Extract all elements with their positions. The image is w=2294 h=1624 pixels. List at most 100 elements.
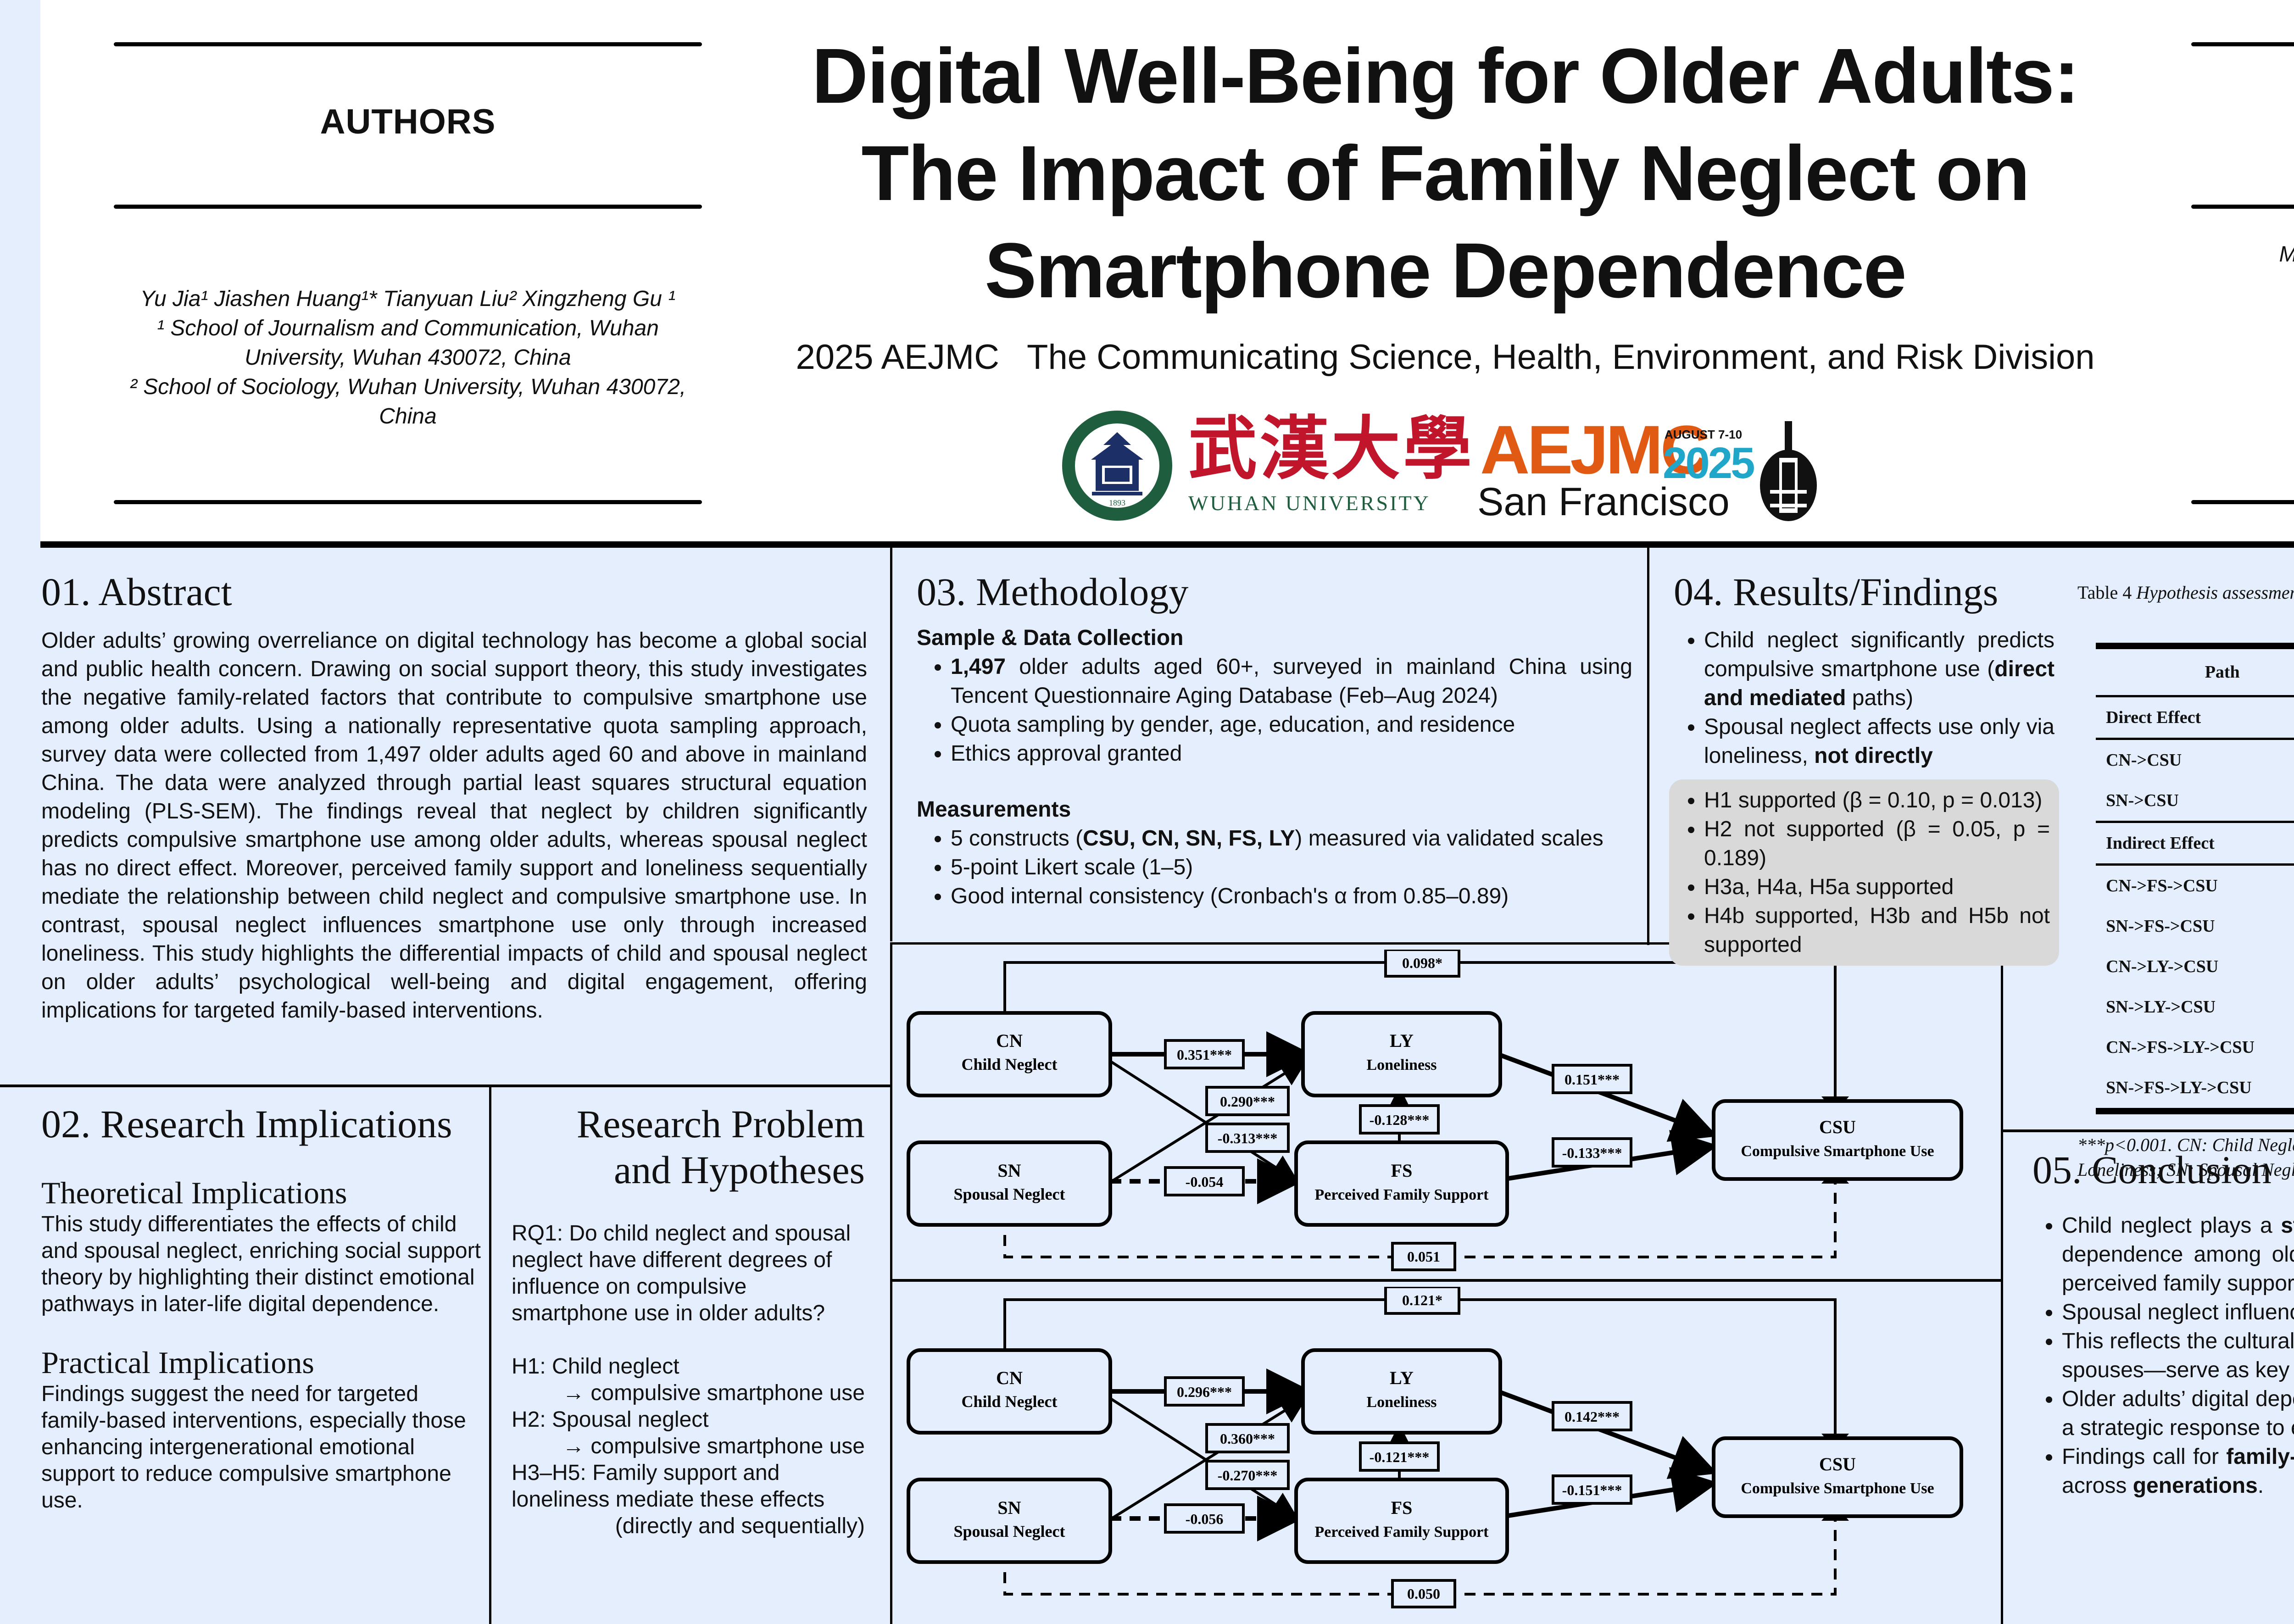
title-line-3: Smartphone Dependence — [985, 227, 1907, 314]
contact-email-1[interactable]: Email: jessiya.huang@qq.com — [2191, 269, 2294, 297]
hypothesis-result: H1 supported (β = 0.10, p = 0.013) — [1704, 786, 2050, 815]
group-indirect: Indirect Effect — [2106, 834, 2215, 853]
svg-text:CSU: CSU — [1819, 1117, 1856, 1137]
divider-h-right — [2002, 1129, 2294, 1132]
methodology-title: 03. Methodology — [917, 570, 1189, 614]
conclusion-list: Child neglect plays a stronger role than… — [2032, 1211, 2294, 1500]
node-fs: FS Perceived Family Support — [1294, 1140, 1509, 1227]
affiliation-1: ¹ School of Journalism and Communication… — [157, 316, 659, 370]
sample-title: Sample & Data Collection — [917, 626, 1184, 650]
svg-text:0.290***: 0.290*** — [1220, 1093, 1275, 1110]
research-problem-title: Research Problem and Hypotheses — [512, 1101, 865, 1193]
diagram-separator — [890, 1279, 2003, 1282]
svg-text:0.351***: 0.351*** — [1177, 1046, 1232, 1063]
node-csu: CSU Compulsive Smartphone Use — [1712, 1099, 1963, 1181]
research-problem-section: Research Problem and Hypotheses RQ1: Do … — [512, 1101, 865, 1540]
divider-v-bottom-left — [489, 1085, 491, 1624]
title-line-1: Digital Well-Being for Older Adults: — [812, 33, 2079, 120]
result-item: Child neglect significantly predicts com… — [1704, 626, 2055, 712]
table-row: CN->FS->LY->CSU0.0060.0032.4100.016H5a — [2106, 1038, 2255, 1057]
results-title: 04. Results/Findings — [1674, 570, 1999, 614]
contact-block: Jiashen Huang M.A. in Communication, Wuh… — [2191, 212, 2294, 354]
svg-text:0.142***: 0.142*** — [1565, 1408, 1620, 1425]
svg-text:CN: CN — [996, 1368, 1023, 1388]
svg-text:0.360***: 0.360*** — [1220, 1430, 1275, 1447]
abstract-title: 01. Abstract — [41, 570, 232, 614]
authors-top-rule — [114, 42, 702, 46]
poster-title: Digital Well-Being for Older Adults: The… — [752, 28, 2138, 319]
node-sn: SN Spousal Neglect — [907, 1478, 1112, 1564]
divider-h-left — [0, 1085, 892, 1087]
table-note: ***p<0.001. CN: Child Neglect; CSU: CSU:… — [2077, 1135, 2294, 1180]
conclusion-item: Findings call for family-based intervent… — [2062, 1442, 2294, 1500]
sample-item: Ethics approval granted — [951, 739, 1632, 768]
conclusion-title: 05. Conclusion — [2032, 1148, 2272, 1192]
conference-name: 2025 AEJMC — [796, 338, 1000, 377]
conclusion-item: Spousal neglect influences smartphone us… — [2062, 1298, 2294, 1327]
whu-chinese-name: 武漢大學 — [1188, 412, 1475, 488]
aejmc-dates: AUGUST 7-10 — [1665, 428, 1743, 441]
practical-title: Practical Implications — [41, 1345, 314, 1380]
hypothesis-summary-box: H1 supported (β = 0.10, p = 0.013) H2 no… — [1669, 779, 2059, 966]
aejmc-city: San Francisco — [1477, 480, 1730, 524]
svg-text:-0.151***: -0.151*** — [1562, 1482, 1622, 1498]
svg-text:SN: SN — [997, 1160, 1021, 1181]
contact-degree: M.A. in Communication, Wuhan University — [2191, 240, 2294, 269]
svg-text:FS: FS — [1391, 1497, 1413, 1518]
table-caption: Table 4 Hypothesis assessment (direct ef… — [2077, 582, 2294, 603]
research-problem-title-line-1: Research Problem — [576, 1102, 865, 1146]
whu-english-name: WUHAN UNIVERSITY — [1188, 491, 1431, 515]
svg-text:LY: LY — [1390, 1368, 1414, 1388]
svg-text:SN: SN — [997, 1497, 1021, 1518]
sample-item: 1,497 older adults aged 60+, surveyed in… — [951, 652, 1632, 710]
table-row: SN->LY->CSU0.0440.0123.5760.000H4b — [2106, 997, 2216, 1017]
node-cn: CN Child Neglect — [907, 1011, 1112, 1097]
svg-text:-0.128***: -0.128*** — [1370, 1112, 1430, 1128]
svg-text:-0.313***: -0.313*** — [1218, 1130, 1278, 1146]
research-problem-title-line-2: and Hypotheses — [614, 1148, 865, 1192]
measurements-list: 5 constructs (CSU, CN, SN, FS, LY) measu… — [917, 824, 1632, 911]
sample-item: Quota sampling by gender, age, education… — [951, 710, 1632, 739]
svg-text:CN: CN — [996, 1030, 1023, 1051]
conclusion-item: This reflects the cultural centrality of… — [2062, 1327, 2294, 1385]
contact-email-2[interactable]: jiashenhuang@whu.edu.cn — [2191, 297, 2294, 326]
hypothesis-table-block: Table 4 Hypothesis assessment (direct ef… — [2077, 582, 2294, 1182]
theoretical-text: This study differentiates the effects of… — [41, 1212, 481, 1316]
h1-label: H1: Child neglect — [512, 1354, 679, 1379]
aejmc-wordmark: AEJMC — [1480, 411, 1710, 488]
svg-text:Compulsive Smartphone Use: Compulsive Smartphone Use — [1741, 1480, 1934, 1497]
svg-text:0.296***: 0.296*** — [1177, 1384, 1232, 1400]
node-csu: CSU Compulsive Smartphone Use — [1712, 1436, 1963, 1518]
svg-text:0.151***: 0.151*** — [1565, 1071, 1620, 1088]
contact-name: Jiashen Huang — [2191, 212, 2294, 240]
svg-text:0.121*: 0.121* — [1402, 1292, 1442, 1308]
h2-outcome: → compulsive smartphone use — [562, 1434, 865, 1458]
rq1-text: RQ1: Do child neglect and spousal neglec… — [512, 1221, 851, 1325]
results-section: 04. Results/Findings Child neglect signi… — [1669, 569, 2059, 966]
table-row: SN->FS->LY->CSU0.0010.0010.9900.322H5b — [2096, 1068, 2294, 1111]
h2-label: H2: Spousal neglect — [512, 1407, 709, 1432]
sample-list: 1,497 older adults aged 60+, surveyed in… — [917, 652, 1632, 768]
author-names: Yu Jia¹ Jiashen Huang¹* Tianyuan Liu² Xi… — [140, 287, 676, 311]
table-row: SN->CSU0.0510.0391.3140.189H2 — [2106, 791, 2179, 810]
table-row: CN->CSU0.0980.0402.4760.013H1 — [2096, 739, 2294, 781]
node-sn: SN Spousal Neglect — [907, 1140, 1112, 1227]
contact-top-rule — [2191, 42, 2294, 46]
col-path: Path — [2205, 662, 2240, 682]
whu-seal-icon: 1893 — [1062, 411, 1172, 521]
path-model-diagram-2: CN Child Neglect SN Spousal Neglect LY L… — [899, 1285, 2000, 1617]
implications-section: 02. Research Implications Theoretical Im… — [41, 1101, 482, 1514]
hypothesis-result: H3a, H4a, H5a supported — [1704, 873, 2050, 901]
measurements-title: Measurements — [917, 797, 1071, 822]
hypothesis-result: H4b supported, H3b and H5b not supported — [1704, 901, 2050, 959]
title-line-2: The Impact of Family Neglect on — [861, 130, 2030, 217]
practical-text: Findings suggest the need for targeted f… — [41, 1382, 466, 1513]
svg-text:Child Neglect: Child Neglect — [962, 1055, 1058, 1073]
svg-text:-0.270***: -0.270*** — [1218, 1467, 1278, 1484]
contact-label: CONTACT INFO — [2191, 102, 2294, 142]
h1-outcome: → compulsive smartphone use — [562, 1381, 865, 1405]
measurement-item: 5 constructs (CSU, CN, SN, FS, LY) measu… — [951, 824, 1632, 853]
whu-seal-logo: 1893 — [1060, 408, 1175, 523]
node-ly: LY Loneliness — [1301, 1348, 1502, 1435]
